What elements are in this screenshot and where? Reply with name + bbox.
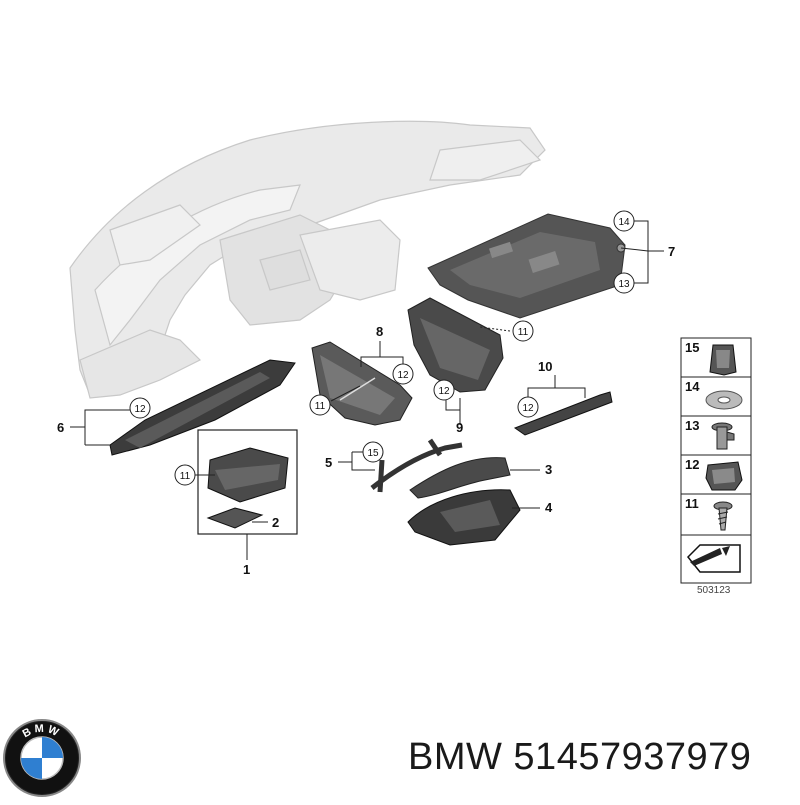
callout-5: 5	[325, 455, 332, 470]
dashboard-outline	[69, 120, 546, 399]
leader-lines	[70, 220, 664, 560]
circle-callout-11-c: 11	[174, 464, 196, 486]
part-6-trim	[109, 359, 296, 456]
clip-nut-icon	[709, 344, 737, 376]
callout-6: 6	[57, 420, 64, 435]
part-1-glovebox	[207, 447, 289, 503]
svg-text:11: 11	[315, 401, 326, 412]
expanding-rivet-icon	[711, 422, 735, 450]
legend-number-12: 12	[685, 457, 699, 472]
circle-callout-12-c: 12	[517, 396, 539, 418]
part-2-panel	[206, 507, 264, 529]
part-9-cover	[407, 297, 504, 393]
svg-text:12: 12	[438, 386, 450, 397]
callout-8: 8	[376, 324, 383, 339]
part-3-cover	[409, 457, 511, 499]
callout-2: 2	[272, 515, 279, 530]
svg-text:12: 12	[522, 403, 534, 414]
callout-3: 3	[545, 462, 552, 477]
legend-number-14: 14	[685, 379, 700, 394]
circle-callout-12-a: 12	[392, 363, 414, 385]
fastener-legend: 15 14 13 12 11	[680, 337, 752, 584]
legend-number-11: 11	[685, 496, 699, 511]
circle-callout-11-b: 11	[309, 394, 331, 416]
svg-text:12: 12	[397, 370, 409, 381]
part-10-strip	[513, 391, 613, 436]
callout-10: 10	[538, 359, 552, 374]
svg-text:15: 15	[367, 448, 379, 459]
part-8-trim	[311, 341, 413, 426]
shim-icon	[686, 544, 741, 573]
svg-text:11: 11	[518, 327, 529, 338]
spring-clip-icon	[705, 461, 743, 491]
svg-text:14: 14	[618, 217, 630, 228]
legend-number-15: 15	[685, 340, 699, 355]
part-7-panel	[427, 213, 626, 319]
callout-7: 7	[668, 244, 675, 259]
screw-icon	[713, 501, 733, 531]
bmw-logo-icon: BMW	[3, 719, 81, 797]
svg-text:11: 11	[180, 471, 191, 482]
callout-9: 9	[456, 420, 463, 435]
legend-number-13: 13	[685, 418, 699, 433]
circle-callout-13: 13	[613, 272, 635, 294]
washer-icon	[705, 390, 743, 410]
svg-text:12: 12	[134, 404, 146, 415]
part-4-trim	[407, 489, 521, 546]
svg-text:BMW: BMW	[21, 723, 64, 741]
svg-text:13: 13	[618, 279, 630, 290]
circle-callout-12-b: 12	[433, 379, 455, 401]
figure-number: 503123	[697, 585, 731, 596]
part-5-bracket	[370, 438, 463, 493]
circle-callout-14: 14	[613, 210, 635, 232]
callout-1: 1	[243, 562, 250, 577]
circle-callout-11-a: 11	[512, 320, 534, 342]
callout-4: 4	[545, 500, 553, 515]
circle-callout-12-d: 12	[129, 397, 151, 419]
circle-callout-15: 15	[362, 441, 384, 463]
part-number-caption: BMW 51457937979	[408, 736, 752, 778]
